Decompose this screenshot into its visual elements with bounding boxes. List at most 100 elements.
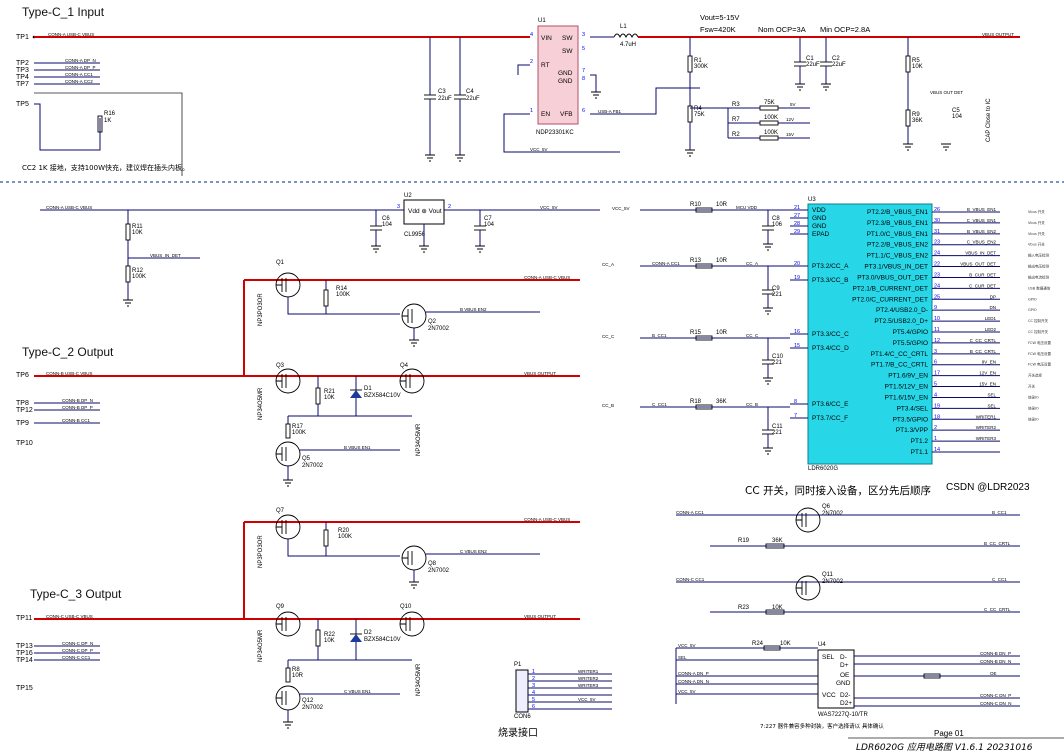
u3-right-pin-num: 5 [934,382,937,388]
c11-cap [762,407,774,455]
r5-ref: R9 [912,112,920,118]
note-cap-close: CAP Close to IC [986,98,992,142]
tp14-label: TP14 [16,657,33,664]
u3-right-note: 烧录IO [1028,416,1039,421]
q11-part: 2N7002 [822,579,844,585]
net-c-vbus-en1: C VBUS EN1 [344,689,371,694]
r11-ref: R12 [132,268,144,274]
d1-ref: D1 [364,386,372,392]
u1-pinnum-6: 6 [582,108,585,114]
u4-pin-vcc: VCC [822,692,836,699]
u3-left-pin-num: 15 [794,343,800,349]
net-u1-vcc5v: VCC_5V [530,147,548,152]
d2-zener [350,619,362,660]
u3-right-net-label: C_CUR_DET [969,283,996,288]
u3-right-net-label: 12V_EN [979,371,996,376]
tp16-label: TP16 [16,650,33,657]
net-c-cc1: C_CC1 [652,402,667,407]
net-b-vbus-en1: B VBUS EN1 [344,445,371,450]
r7-body [759,135,779,141]
u4-chip [817,649,855,709]
net-conn-a-dp: CONN-A DP_N [65,58,96,63]
u3-right-net-label: 15V_EN [979,382,996,387]
r3-val: 75K [764,100,775,106]
r13-val: 10R [716,330,728,336]
u3-right-pin-num: 19 [934,403,940,409]
c9-cap [762,266,774,315]
u1-ref: U1 [538,18,546,24]
net-out3-vbus-output: VBUS OUTPUT [524,614,556,619]
u3-right-note: 烧录IO [1028,405,1039,410]
q2-mosfet [401,303,427,347]
c9-val: 221 [772,292,783,298]
u3-left-pin-name: PT3.2/CC_A [812,263,849,270]
u3-right-net-label: DP [990,294,996,299]
r5-val: 36K [912,118,923,124]
u3-left-pin-name: GND [812,215,827,222]
c3-cap [424,37,436,162]
r23-val: 10K [780,641,791,647]
u4-part: WAS7227Q-10/TR [818,712,868,718]
info-min-ocp: Min OCP=2.8A [820,25,870,34]
p1-connector [515,669,529,713]
r14-resistor [288,376,412,417]
r3-ref: R3 [732,102,740,108]
u3-right-note: Vbus 开关 [1028,209,1045,214]
net-cc-c-left: CC_C [602,334,615,339]
c3-val: 22uF [438,96,452,102]
net-b-cc-crtl: B_CC_CRTL [984,541,1011,546]
q3-part: NP34O5MR [258,387,264,420]
u3-right-net-label: B_CUR_DET [969,272,996,277]
c6-cap [370,210,382,253]
r22-resistor [285,660,291,683]
u1-pin-en: EN [541,111,550,118]
r23-body [763,645,781,651]
r17-ref: R20 [338,528,350,534]
r10-body [695,263,713,269]
u1-pin-vfb: VFB [560,111,573,118]
u3-right-note: CC 控制开关 [1028,318,1049,323]
net-u4-oe: OE [990,671,997,676]
r9-ref: R11 [132,224,143,230]
r20-ref: R22 [324,632,336,638]
q2-ref: Q2 [428,319,437,325]
net-out2-conn-a-vbus: CONN-A USB-C VBUS [524,275,570,280]
u3-left-pin-num: 29 [794,229,800,235]
u3-right-pin-num: 26 [934,207,940,213]
c4-ref: C4 [466,89,474,95]
u3-right-note: Vbus 开关 [1028,242,1045,247]
u3-right-pin-name: PT1.7/B_CC_CRTL [871,362,928,369]
r21-val: 100K [292,430,306,436]
u3-right-pin-name: PT1.0/C_VBUS_EN1 [867,231,929,238]
r10-val: 10R [716,258,728,264]
u1-chip [537,25,579,125]
net-conn-c-cc1-q11: CONN-C CC1 [676,577,705,582]
r15-ref: R18 [690,399,702,405]
net-conn-a-cc2: CONN-A CC2 [65,79,93,84]
u1-pinnum-1: 1 [530,108,533,114]
u3-right-pin-name: PT1.1 [911,449,929,456]
u3-right-net-label: C_CC_CRTL [970,338,997,343]
info-nom-ocp: Nom OCP=3A [758,25,806,34]
u1-gnd-wire [590,74,597,92]
u1-pinnum-7: 7 [582,68,585,74]
u3-left-pin-num: 19 [794,275,800,281]
c8-cap [762,210,774,251]
r15-val: 36K [716,399,727,405]
p1-pin2: 2 [532,676,535,682]
net-c-vbus-en2: C VBUS EN2 [460,549,487,554]
out3-tp-wires [34,645,100,661]
r1-resistor [685,37,695,157]
u3-right-net-label: LED1 [985,316,997,321]
u3-right-note: 开关选择 [1028,373,1043,378]
q5-part: 2N7002 [302,463,324,469]
fb-label-15v: 15V [786,132,794,137]
u3-ref: U3 [808,197,816,203]
c4-val: 22uF [466,96,480,102]
u3-left-pin-name: PT3.7/CC_F [812,415,848,422]
u1-en-wire [503,113,620,153]
u3-left-pin-num: 27 [794,213,800,219]
u3-right-net-label: WRITER2 [976,425,997,430]
r4-ref: R4 [694,106,702,112]
